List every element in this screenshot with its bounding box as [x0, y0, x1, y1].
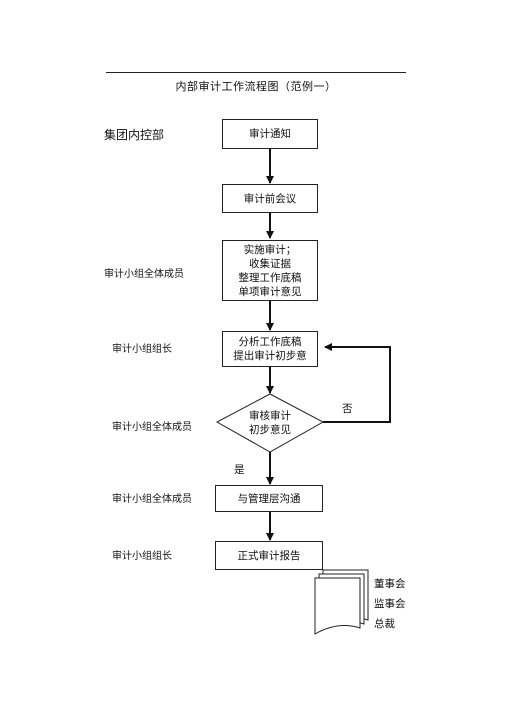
recipient-supervisory-board: 监事会	[374, 598, 406, 610]
step-line: 审计通知	[249, 128, 291, 140]
title-rule	[106, 72, 406, 73]
branch-no-label: 否	[342, 403, 353, 415]
document-stack-icon	[314, 569, 369, 635]
role-all-members: 审计小组全体成员	[104, 269, 184, 280]
step-line: 实施审计；	[243, 243, 297, 256]
role-team-leader: 审计小组组长	[112, 551, 172, 562]
step-line: 整理工作底稿	[238, 271, 302, 284]
branch-yes-label: 是	[234, 464, 245, 476]
step-line: 审计前会议	[243, 192, 297, 205]
step-formal-report: 正式审计报告	[215, 541, 323, 570]
decision-text: 审核审计 初步意见	[230, 409, 310, 437]
recipient-board: 董事会	[374, 578, 406, 590]
step-analyze-workpapers: 分析工作底稿 提出审计初步意	[222, 331, 318, 367]
step-pre-audit-meeting: 审计前会议	[222, 184, 318, 213]
role-all-members: 审计小组全体成员	[112, 422, 192, 433]
role-internal-control: 集团内控部	[104, 128, 165, 142]
decision-line: 审核审计	[249, 410, 291, 422]
diagram-title: 内部审计工作流程图（范例一）	[175, 80, 337, 93]
role-all-members: 审计小组全体成员	[112, 494, 192, 505]
step-line: 收集证据	[249, 257, 291, 270]
step-line: 正式审计报告	[237, 549, 301, 562]
decision-line: 初步意见	[249, 424, 291, 436]
step-line: 与管理层沟通	[237, 492, 301, 505]
step-line: 单项审计意见	[238, 285, 302, 298]
decision-diamond	[215, 393, 325, 453]
step-audit-notice: 审计通知	[222, 119, 318, 149]
recipient-president: 总裁	[374, 618, 395, 630]
arrow-no-loop	[323, 343, 391, 423]
step-communicate-management: 与管理层沟通	[215, 485, 323, 512]
step-line: 分析工作底稿	[238, 336, 302, 348]
distribution-list: 董事会 监事会 总裁	[374, 574, 406, 634]
step-line: 提出审计初步意	[233, 350, 307, 362]
step-implement-audit: 实施审计； 收集证据 整理工作底稿 单项审计意见	[222, 240, 318, 301]
role-team-leader: 审计小组组长	[112, 344, 172, 355]
